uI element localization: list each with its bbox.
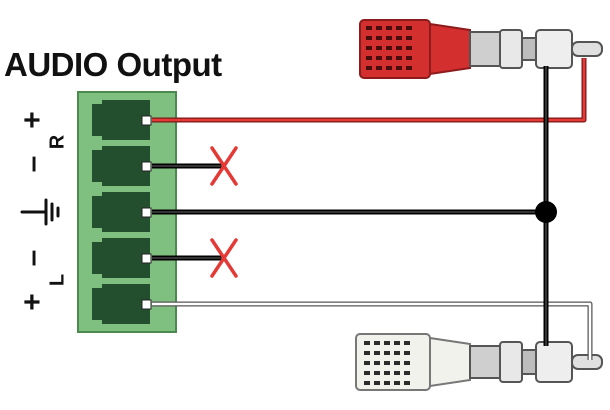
terminal-slot-r-plus bbox=[92, 100, 152, 140]
red-rca-plug bbox=[359, 19, 603, 79]
label-l-letter: L bbox=[46, 274, 68, 286]
label-l-plus: + bbox=[16, 293, 49, 311]
diagram-title: AUDIO Output bbox=[4, 46, 222, 83]
ground-symbol-icon bbox=[20, 198, 60, 226]
white-rca-plug bbox=[355, 333, 603, 391]
terminal-slot-r-minus bbox=[92, 146, 152, 186]
label-l-minus: – bbox=[16, 250, 49, 267]
label-r-plus: + bbox=[16, 111, 49, 129]
wires bbox=[152, 58, 593, 360]
junction-dot bbox=[535, 201, 557, 223]
pin-labels: + – R – + L bbox=[16, 111, 68, 311]
terminal-slot-l-minus bbox=[92, 238, 152, 278]
terminal-slot-l-plus bbox=[92, 284, 152, 324]
label-r-letter: R bbox=[46, 134, 68, 149]
label-r-minus: – bbox=[16, 156, 49, 173]
terminal-slot-ground bbox=[92, 192, 152, 232]
x-mark-icon bbox=[210, 238, 238, 278]
x-mark-icon bbox=[210, 146, 238, 186]
